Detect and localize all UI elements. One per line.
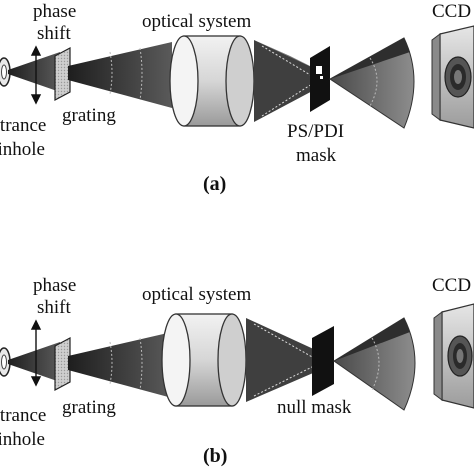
grating-a bbox=[54, 47, 71, 101]
ccd-camera-b bbox=[433, 303, 474, 409]
beam-segment-b3 bbox=[246, 318, 320, 402]
grating-label-b: grating bbox=[62, 397, 116, 418]
grating-b bbox=[54, 337, 71, 391]
ccd-label-b: CCD bbox=[432, 275, 472, 296]
beam-segment-a1 bbox=[8, 52, 60, 92]
beam-segment-b1 bbox=[8, 342, 60, 382]
phase-shift-arrow-a bbox=[30, 45, 42, 105]
optical-system-label-b: optical system bbox=[142, 284, 252, 305]
pinhole-label-b: pinhole bbox=[0, 429, 45, 450]
shift-label-a: shift bbox=[37, 23, 71, 44]
ccd-camera-a bbox=[431, 25, 474, 129]
entrance-label-b: entrance bbox=[0, 405, 47, 426]
panel-a bbox=[0, 25, 474, 129]
mask-label-a-line2: mask bbox=[296, 145, 337, 166]
entrance-label-a: entrance bbox=[0, 115, 47, 136]
null-mask-label: null mask bbox=[277, 397, 352, 418]
null-mask bbox=[312, 326, 334, 396]
pinhole-label-a: pinhole bbox=[0, 139, 45, 160]
beam-cone-b bbox=[333, 317, 416, 411]
phase-label-b: phase bbox=[33, 275, 77, 296]
caption-b: (b) bbox=[203, 445, 228, 467]
ps-pdi-mask bbox=[310, 46, 330, 112]
mask-label-a-line1: PS/PDI bbox=[287, 121, 345, 142]
optical-system-label-a: optical system bbox=[142, 11, 252, 32]
panel-b bbox=[0, 303, 474, 411]
beam-segment-a3 bbox=[254, 40, 318, 122]
grating-label-a: grating bbox=[62, 105, 116, 126]
caption-a: (a) bbox=[203, 173, 227, 195]
shift-label-b: shift bbox=[37, 297, 71, 318]
phase-label-a: phase bbox=[33, 1, 77, 22]
phase-shift-arrow-b bbox=[30, 319, 42, 387]
optical-system-a bbox=[169, 35, 255, 127]
beam-segment-b2 bbox=[68, 332, 172, 398]
beam-segment-a2 bbox=[68, 42, 172, 108]
optical-system-b bbox=[161, 313, 247, 407]
ccd-label-a: CCD bbox=[432, 1, 472, 22]
